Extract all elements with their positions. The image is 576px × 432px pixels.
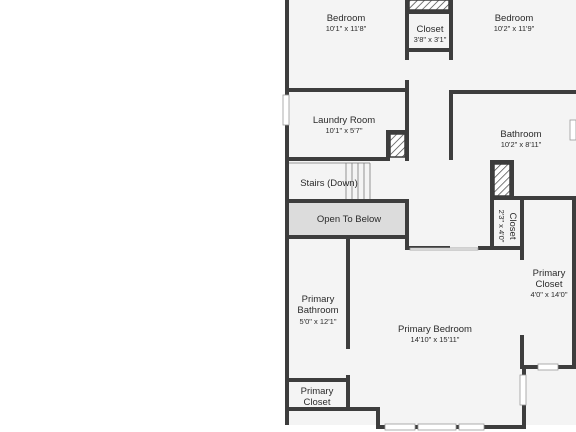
room-dims: 5'0" x 12'1" [300,317,337,326]
room-closet-vertical: Closet 2'3" x 4'0" [497,210,518,243]
room-name: Bedroom [327,13,366,24]
room-name: Closet [417,24,444,35]
room-name: Laundry Room [313,115,375,126]
room-name-line-2: Closet [304,397,331,408]
room-name: Primary Bedroom [398,324,472,335]
room-primary-bathroom: Primary Bathroom 5'0" x 12'1" [297,294,338,326]
room-name: Bathroom [500,129,541,140]
room-name: Bedroom [495,13,534,24]
room-closet-top: Closet 3'8" x 3'1" [414,24,447,44]
floor-areas [285,0,576,425]
windows [282,94,576,431]
room-name: Primary [301,386,334,397]
stairs-treads [289,162,371,200]
room-primary-closet-right: Primary Closet 4'0" x 14'0" [531,268,568,299]
room-name-line-2: Bathroom [297,305,338,316]
room-laundry: Laundry Room 10'1" x 5'7" [313,115,375,135]
room-dims: 2'3" x 4'0" [497,210,506,243]
open-to-below-area [289,203,405,236]
room-name-line-2: Closet [536,279,563,290]
hatched-blocks [389,0,511,197]
room-dims: 10'1" x 5'7" [326,126,363,135]
room-bedroom-1: Bedroom 10'1" x 11'8" [326,13,367,33]
room-primary-bedroom: Primary Bedroom 14'10" x 15'11" [398,324,472,344]
room-primary-closet-bottom: Primary Closet [301,386,334,408]
room-dims: 14'10" x 15'11" [411,335,460,344]
room-bathroom: Bathroom 10'2" x 8'11" [500,129,541,149]
room-open-to-below: Open To Below [317,214,381,225]
room-name: Open To Below [317,214,381,225]
room-dims: 3'8" x 3'1" [414,35,447,44]
room-dims: 10'2" x 11'9" [494,24,535,33]
room-name: Closet [507,213,518,240]
room-stairs: Stairs (Down) [300,178,358,189]
room-name: Primary [302,294,335,305]
room-name: Stairs (Down) [300,178,358,189]
room-dims: 4'0" x 14'0" [531,290,568,299]
room-dims: 10'1" x 11'8" [326,24,367,33]
room-bedroom-2: Bedroom 10'2" x 11'9" [494,13,535,33]
room-name: Primary [533,268,566,279]
room-dims: 10'2" x 8'11" [501,140,542,149]
